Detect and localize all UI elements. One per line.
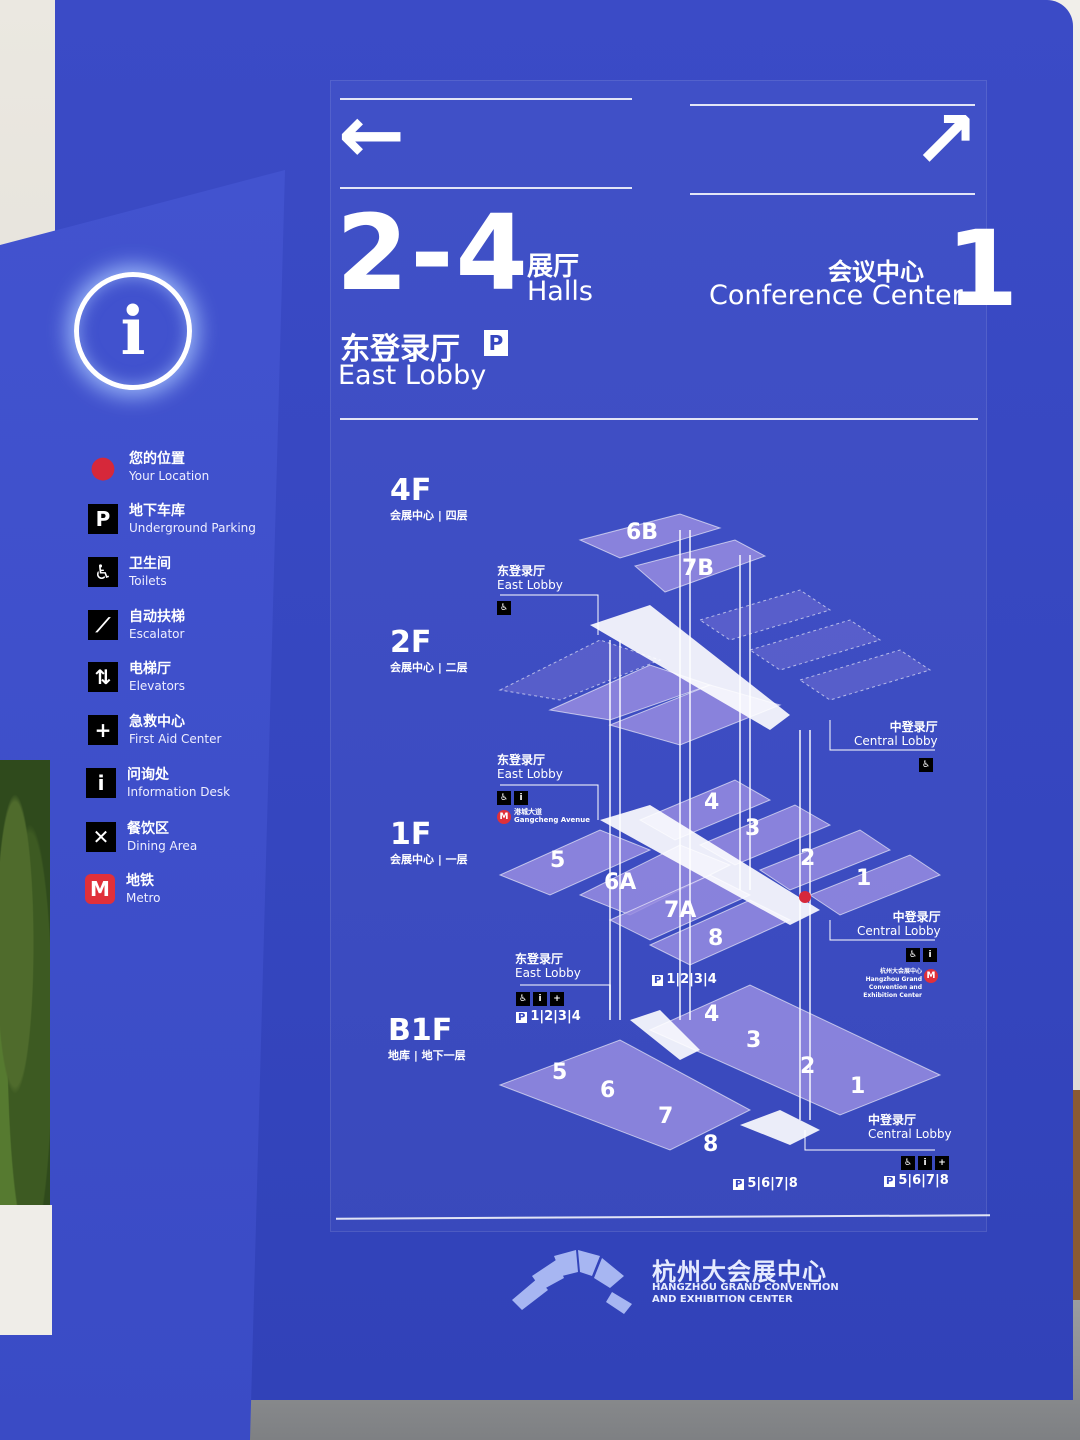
plant xyxy=(0,760,50,1220)
east-lobby-en: East Lobby xyxy=(338,360,487,391)
toilet-icon: ♿ xyxy=(901,1156,915,1170)
hall-4-1f: 4 xyxy=(704,790,720,815)
rule-top-right xyxy=(690,104,975,106)
dining-icon: ✕ xyxy=(86,822,116,852)
hall-3-1f: 3 xyxy=(745,816,761,841)
elevator-icon: ⇅ xyxy=(88,662,118,692)
metro-icon: M xyxy=(924,969,938,983)
rule-header-bottom xyxy=(340,418,978,420)
hall-8-1f: 8 xyxy=(708,926,724,951)
metro-icon: M xyxy=(85,874,115,904)
plant-pot xyxy=(0,1205,52,1335)
rule-mid-right xyxy=(690,193,975,195)
hall-7-b1f: 7 xyxy=(658,1104,674,1129)
rule-top-left xyxy=(340,98,632,100)
hall-4-b1f: 4 xyxy=(704,1002,720,1027)
hall-1-b1f: 1 xyxy=(850,1074,866,1099)
arrow-left-icon: ← xyxy=(338,88,406,181)
metro-icon: M xyxy=(497,810,511,824)
first-aid-icon: + xyxy=(935,1156,949,1170)
toilet-icon: ♿ xyxy=(516,992,530,1006)
parking-badge: P xyxy=(484,330,508,356)
info-desk-icon: i xyxy=(514,791,528,805)
info-desk-icon: i xyxy=(533,992,547,1006)
parking-icon: P xyxy=(88,504,118,534)
rule-mid-left xyxy=(340,187,632,189)
toilet-icon: ♿ xyxy=(497,601,511,615)
hall-6-b1f: 6 xyxy=(600,1078,616,1103)
hall-7b: 7B xyxy=(682,556,715,581)
hall-2-b1f: 2 xyxy=(800,1054,816,1079)
escalator-icon: ⟋ xyxy=(88,610,118,640)
halls-number: 2-4 xyxy=(336,192,530,314)
hangzhou-center-logo-icon xyxy=(512,1250,632,1314)
toilet-icon: ♿ xyxy=(497,791,511,805)
info-icon: i xyxy=(74,272,192,390)
east-lobby-zh: 东登录厅 xyxy=(340,332,460,367)
hall-7a-1f: 7A xyxy=(664,898,697,923)
isometric-floor-map xyxy=(498,513,942,1151)
conference-en: Conference Center xyxy=(709,280,963,311)
location-pin-icon: ● xyxy=(89,449,117,485)
hall-6a-1f: 6A xyxy=(604,870,637,895)
halls-zh: 展厅 xyxy=(527,252,580,282)
first-aid-icon: + xyxy=(550,992,564,1006)
hall-5-1f: 5 xyxy=(550,848,566,873)
halls-en: Halls xyxy=(527,276,593,307)
info-desk-icon: i xyxy=(86,768,116,798)
hall-5-b1f: 5 xyxy=(552,1060,568,1085)
toilet-icon: ♿ xyxy=(919,758,933,772)
toilet-icon: ♿ xyxy=(906,948,920,962)
logo-zh: 杭州大会展中心 xyxy=(652,1258,827,1286)
info-desk-icon: i xyxy=(918,1156,932,1170)
toilet-icon: ♿ xyxy=(88,557,118,587)
arrow-up-right-icon: ↗ xyxy=(912,93,980,186)
conference-zh: 会议中心 xyxy=(828,258,924,286)
hall-6b: 6B xyxy=(626,520,659,545)
first-aid-icon: + xyxy=(88,715,118,745)
info-desk-icon: i xyxy=(923,948,937,962)
conference-number: 1 xyxy=(946,208,1019,330)
hall-2-1f: 2 xyxy=(800,846,816,871)
hall-3-b1f: 3 xyxy=(746,1028,762,1053)
hall-1-1f: 1 xyxy=(856,866,872,891)
hall-8-b1f: 8 xyxy=(703,1132,719,1157)
sign-glass-panel xyxy=(330,80,987,1232)
